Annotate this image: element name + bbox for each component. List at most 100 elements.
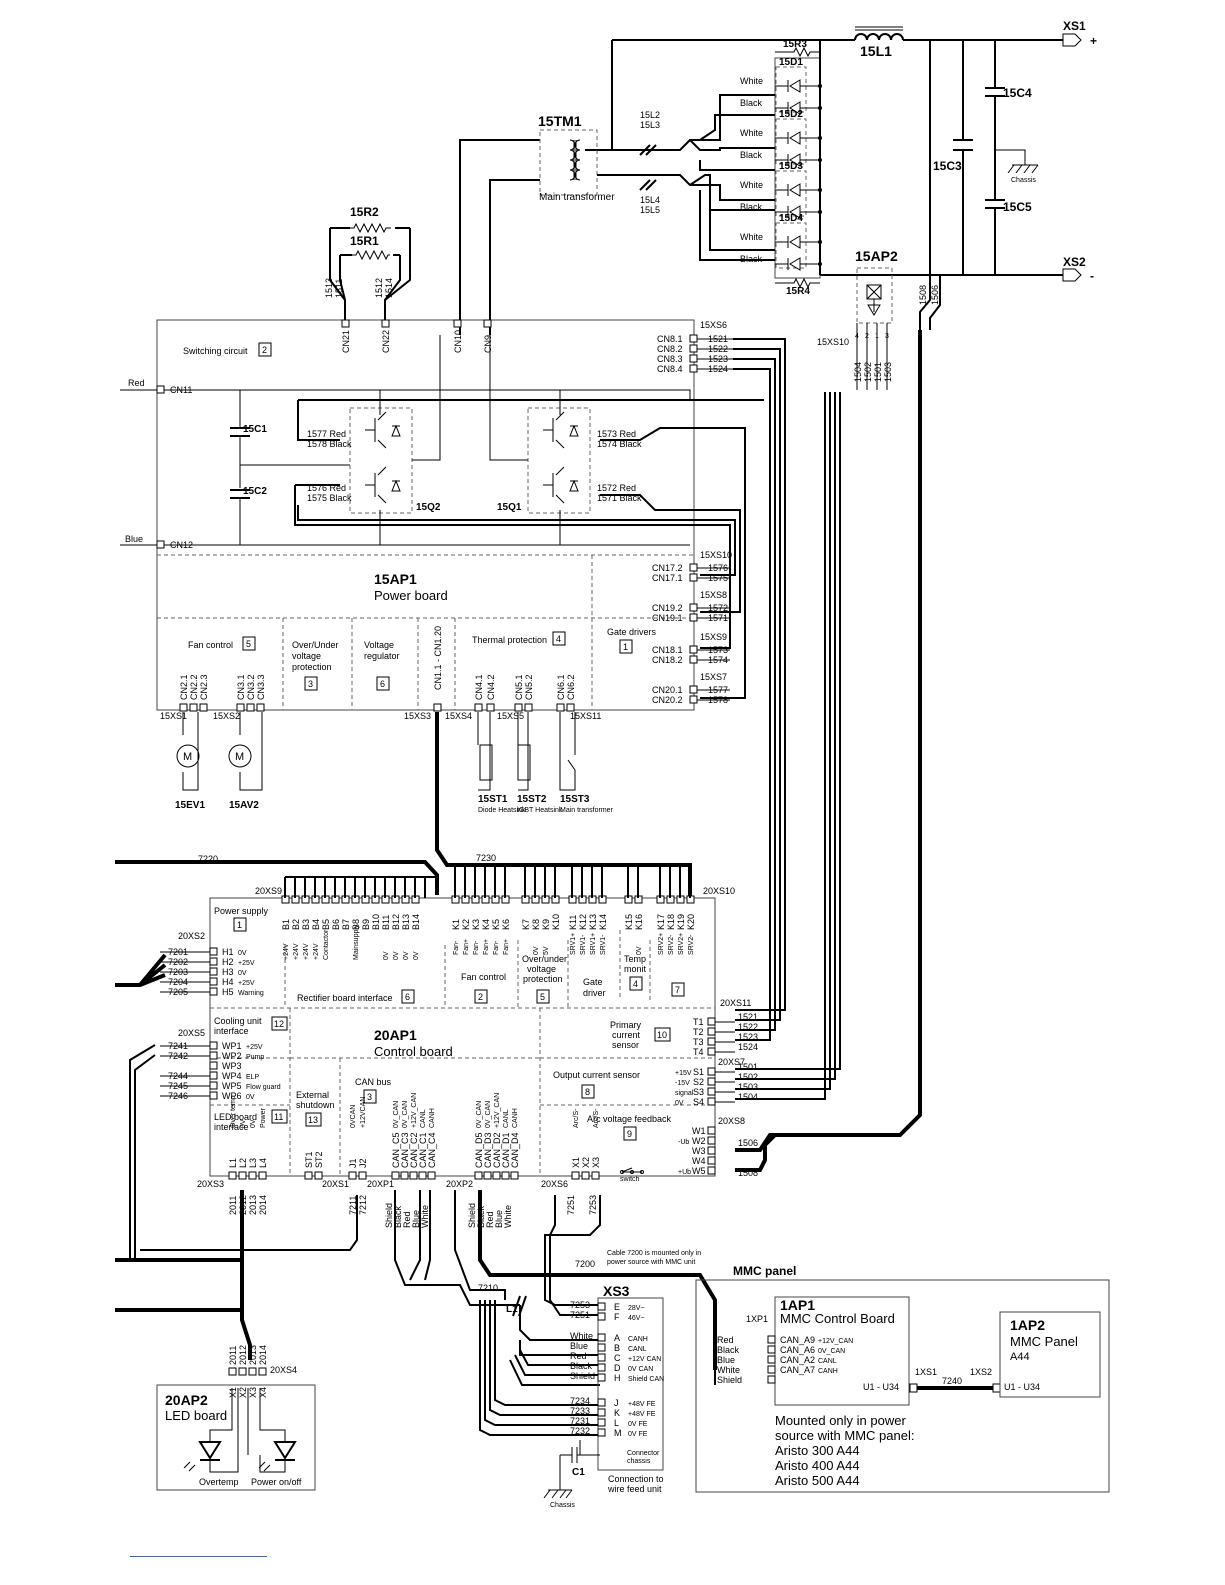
pin-wp5[interactable] [209,1081,218,1090]
pin-cn9[interactable] [483,319,492,328]
pin-cn2.2[interactable] [189,703,198,712]
pin-t3[interactable] [707,1037,716,1046]
pin-can_d1[interactable] [501,1171,510,1180]
pin-j1[interactable] [348,1171,357,1180]
xs3-pin-c[interactable] [597,1353,606,1362]
mmc-pin-4[interactable] [767,1375,776,1384]
xs4-pin-3[interactable] [258,1367,267,1376]
cn11-pin[interactable] [156,385,165,394]
pin-l2[interactable] [238,1171,247,1180]
pin-cn18.2[interactable] [689,655,698,664]
pin-t2[interactable] [707,1027,716,1036]
pin-st2[interactable] [314,1171,323,1180]
pin-h1[interactable] [209,947,218,956]
pin-cn17.2[interactable] [689,563,698,572]
pin-can_c1[interactable] [418,1171,427,1180]
15st3-sub: Main transformer [560,807,614,814]
pin-can_d3[interactable] [483,1171,492,1180]
pin-cn5.1[interactable] [514,703,523,712]
pin-cn10[interactable] [453,319,462,328]
pin-cn2.3[interactable] [199,703,208,712]
xs4-pin-0[interactable] [228,1367,237,1376]
pin-w2[interactable] [707,1136,716,1145]
pin-w5[interactable] [707,1166,716,1175]
pin-cn1[interactable] [433,703,442,712]
xs4-pin-1[interactable] [238,1367,247,1376]
pin-s3[interactable] [707,1087,716,1096]
mmc-pin-2[interactable] [767,1355,776,1364]
pin-cn5.2[interactable] [524,703,533,712]
pin-w4[interactable] [707,1156,716,1165]
pin-cn2.1[interactable] [179,703,188,712]
pin-s4[interactable] [707,1097,716,1106]
pin-can_c4[interactable] [427,1171,436,1180]
pin-cn8.1[interactable] [689,334,698,343]
xs3-pin-b[interactable] [597,1343,606,1352]
pin-can_c3[interactable] [400,1171,409,1180]
pin-x1[interactable] [571,1171,580,1180]
fan-control-label: Fan control [188,640,233,650]
xs3-pin-m[interactable] [597,1428,606,1437]
pin-cn17.1[interactable] [689,573,698,582]
pin-cn8.3[interactable] [689,354,698,363]
xs3-pin-f[interactable] [597,1312,606,1321]
xs3-pin-d[interactable] [597,1363,606,1372]
pin-wp6[interactable] [209,1091,218,1100]
pin-cn19.1[interactable] [689,613,698,622]
pin-cn3.1[interactable] [236,703,245,712]
pin-j2[interactable] [358,1171,367,1180]
pin-x3[interactable] [591,1171,600,1180]
xs4-pin-2[interactable] [248,1367,257,1376]
pin-wp3[interactable] [209,1061,218,1070]
pin-w3[interactable] [707,1146,716,1155]
pin-cn3.2[interactable] [246,703,255,712]
pin-l4[interactable] [258,1171,267,1180]
cn12-pin[interactable] [156,540,165,549]
xs1-terminal[interactable] [1062,33,1082,47]
pin-can_c5[interactable] [391,1171,400,1180]
pin-cn18.1[interactable] [689,645,698,654]
pin-l3[interactable] [248,1171,257,1180]
pin-h2[interactable] [209,957,218,966]
pin-cn4.2[interactable] [486,703,495,712]
pin-t1[interactable] [707,1017,716,1026]
pin-cn22[interactable] [381,319,390,328]
pin-cn21[interactable] [341,319,350,328]
pin-st1[interactable] [304,1171,313,1180]
pin-can_d5[interactable] [474,1171,483,1180]
xs2-terminal[interactable] [1062,268,1082,282]
xs3-pin-k[interactable] [597,1408,606,1417]
xs3-pin-a[interactable] [597,1333,606,1342]
pin-s1[interactable] [707,1067,716,1076]
pin-w1[interactable] [707,1126,716,1135]
pin-h3[interactable] [209,967,218,976]
pin-cn20.1[interactable] [689,685,698,694]
pin-s2[interactable] [707,1077,716,1086]
pin-h5[interactable] [209,987,218,996]
xs3-pin-j[interactable] [597,1398,606,1407]
pin-x2[interactable] [581,1171,590,1180]
mmc-pin-3[interactable] [767,1365,776,1374]
pin-can_d2[interactable] [492,1171,501,1180]
pin-cn8.4[interactable] [689,364,698,373]
pin-cn19.2[interactable] [689,603,698,612]
pin-cn6.1[interactable] [556,703,565,712]
pin-can_d4[interactable] [510,1171,519,1180]
pin-can_c2[interactable] [409,1171,418,1180]
pin-l1[interactable] [228,1171,237,1180]
mmc-pin-1[interactable] [767,1345,776,1354]
xs3-pin-l[interactable] [597,1418,606,1427]
pin-wp4[interactable] [209,1071,218,1080]
pin-cn4.1[interactable] [474,703,483,712]
pin-t4[interactable] [707,1047,716,1056]
pin-cn20.2[interactable] [689,695,698,704]
mmc-pin-0[interactable] [767,1335,776,1344]
pin-h4[interactable] [209,977,218,986]
pin-wp2[interactable] [209,1051,218,1060]
pin-cn3.3[interactable] [256,703,265,712]
xs3-pin-h[interactable] [597,1373,606,1382]
pin-wp1[interactable] [209,1041,218,1050]
pin-cn6.2[interactable] [566,703,575,712]
pin-cn8.2[interactable] [689,344,698,353]
xs3-pin-e[interactable] [597,1302,606,1311]
